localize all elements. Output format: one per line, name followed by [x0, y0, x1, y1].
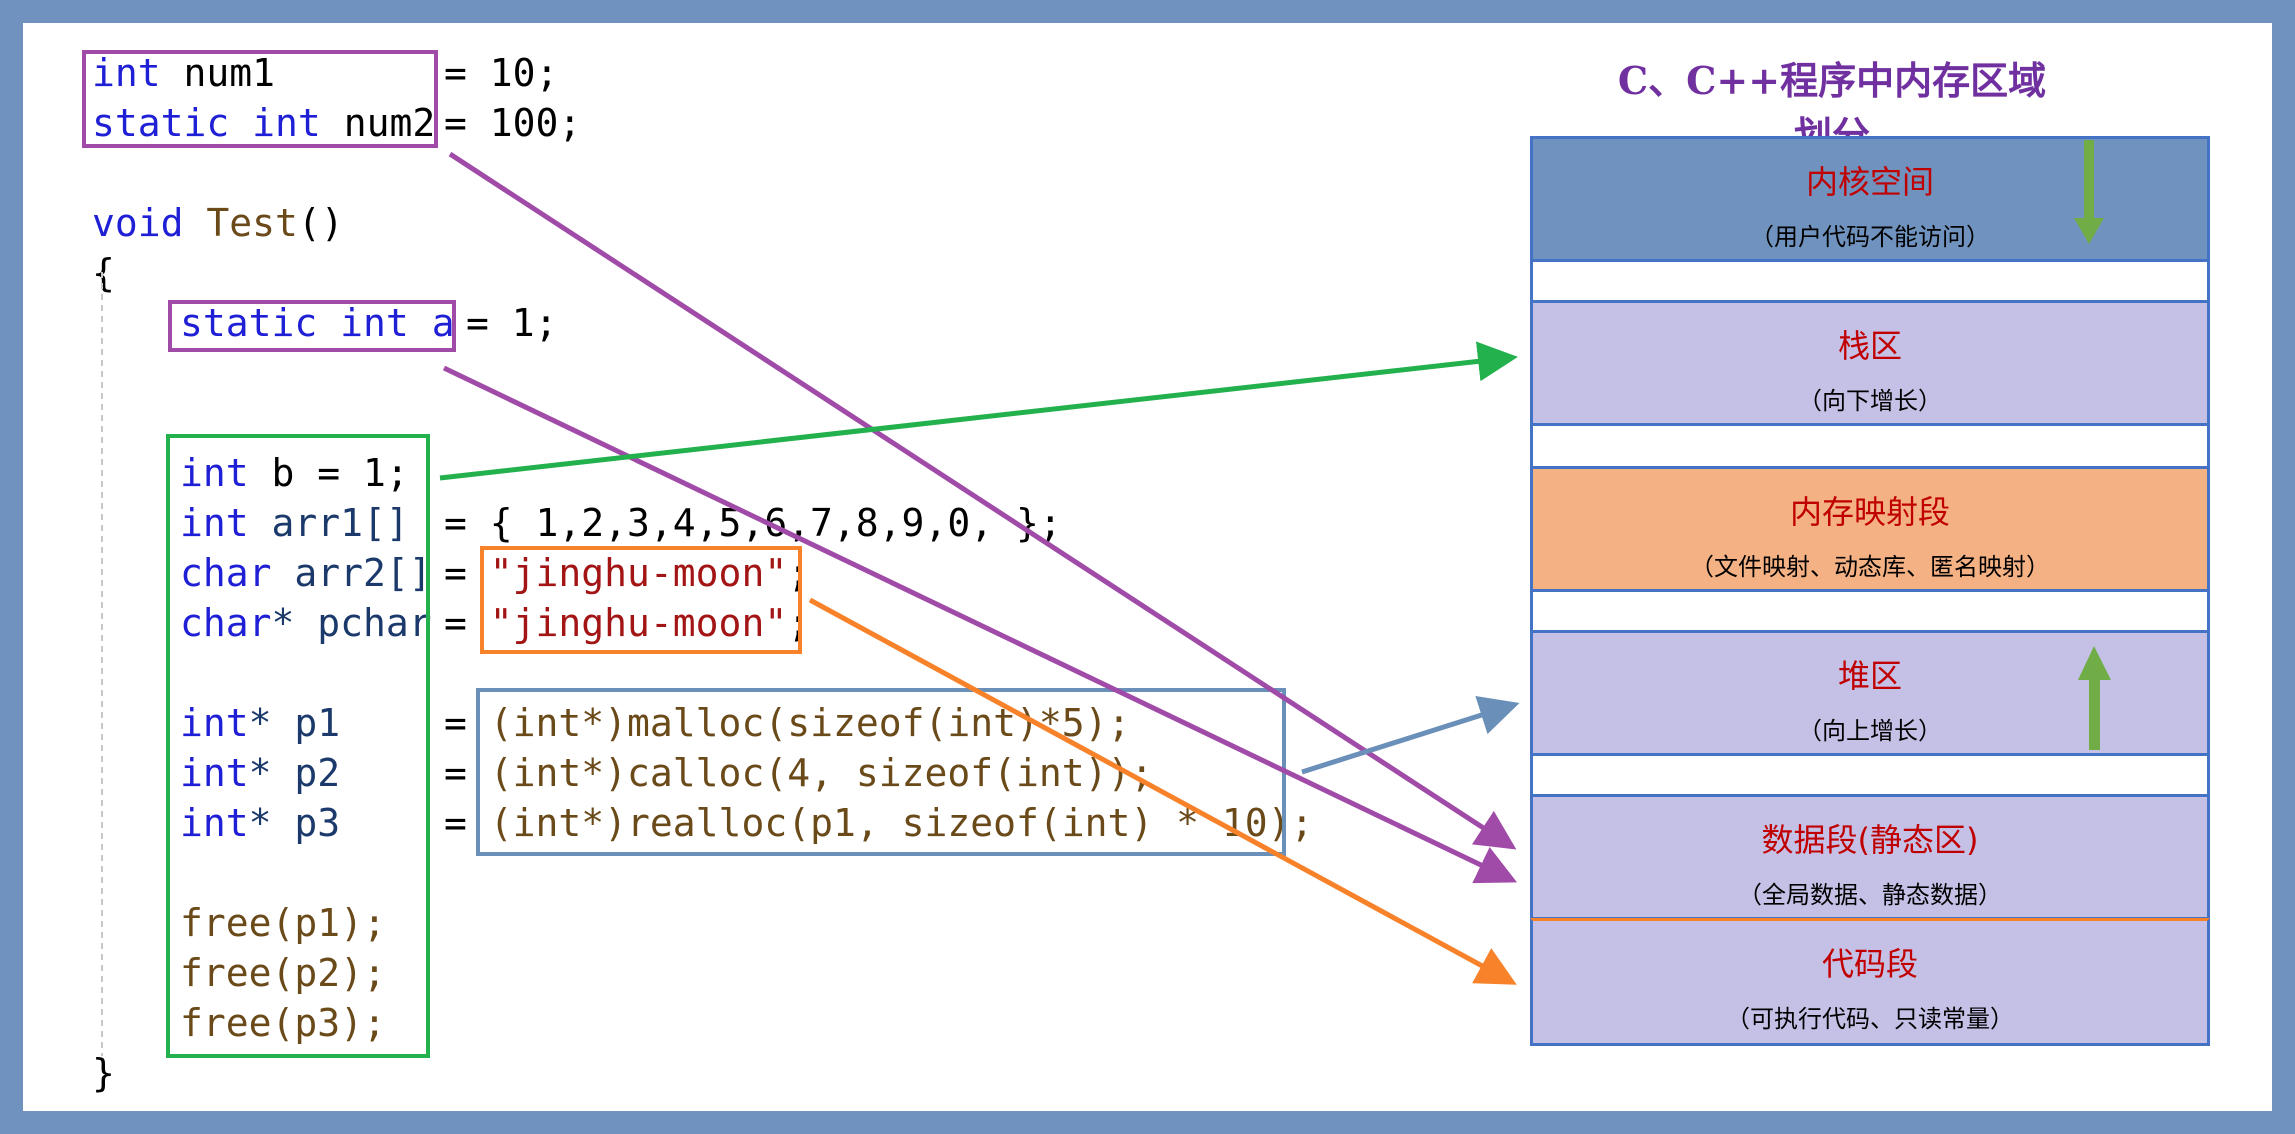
identifier: num1 — [160, 51, 276, 95]
code-line-num1-value: = 10; — [444, 48, 558, 98]
keyword: int — [180, 701, 249, 745]
segment-gap — [1530, 592, 2210, 630]
keyword: static — [92, 101, 230, 145]
identifier: * p1 — [248, 701, 341, 745]
identifier: * p3 — [248, 801, 341, 845]
code-line-num2: static int num2 — [92, 98, 435, 148]
code-line-free-p1: free(p1); — [180, 901, 386, 945]
equals: = — [444, 801, 467, 845]
realloc-expression: (int*)realloc(p1, sizeof(int) * 10); — [489, 801, 1314, 845]
code-line-arr2: char arr2[] — [180, 548, 432, 598]
assignment: = 100; — [444, 101, 582, 145]
local-vars-box — [166, 434, 430, 1058]
code-brace-open: { — [92, 251, 115, 295]
code-brace-close: } — [92, 1051, 115, 1095]
code-line-static-a: static int a — [180, 298, 455, 348]
code-line-pchar-value: = "jinghu-moon"; — [444, 598, 810, 648]
stack-growth-arrow-icon — [2074, 140, 2104, 244]
segment-stack: 栈区 （向下增长） — [1530, 300, 2210, 426]
equals: = — [444, 601, 467, 645]
global-vars-box — [82, 50, 438, 148]
keyword: int — [340, 301, 409, 345]
arrow-heap-alloc-to-heap — [1301, 696, 1520, 775]
string-literals-box — [480, 546, 802, 654]
code-line-arr2-value: = "jinghu-moon"; — [444, 548, 810, 598]
keyword: int — [92, 51, 161, 95]
segment-kernel-desc: （用户代码不能访问） — [1750, 223, 1990, 251]
keyword: char — [180, 551, 272, 595]
segment-kernel-name: 内核空间 — [1805, 163, 1934, 201]
identifier: * pchar — [271, 601, 432, 645]
identifier: * p2 — [248, 751, 341, 795]
keyword: int — [180, 451, 249, 495]
arrow-static-to-data — [442, 365, 1518, 884]
string-literal: "jinghu-moon" — [489, 551, 788, 595]
equals: = — [444, 551, 467, 595]
segment-stack-name: 栈区 — [1837, 327, 1902, 365]
diagram-title: C、C++程序中内存区域划分 — [1617, 58, 2047, 158]
identifier: arr1[] — [248, 501, 409, 545]
keyword: int — [180, 501, 249, 545]
segment-data-name: 数据段(静态区) — [1761, 821, 1979, 859]
segment-kernel: 内核空间 （用户代码不能访问） — [1530, 136, 2210, 262]
code-line-num2-value: = 100; — [444, 98, 581, 148]
code-line-p2-value: = (int*)calloc(4, sizeof(int)); — [444, 748, 1153, 798]
function-name: Test — [206, 201, 298, 245]
code-line-p1-value: = (int*)malloc(sizeof(int)*5); — [444, 698, 1130, 748]
identifier: arr2[] — [271, 551, 432, 595]
keyword: int — [180, 751, 249, 795]
segment-gap — [1530, 756, 2210, 794]
code-line-num1: int num1 — [92, 48, 275, 98]
code-line-p3-value: = (int*)realloc(p1, sizeof(int) * 10); — [444, 798, 1313, 848]
segment-text-desc: （可执行代码、只读常量） — [1726, 1005, 2014, 1033]
segment-mmap-name: 内存映射段 — [1789, 493, 1950, 531]
code-line-free-p3: free(p3); — [180, 1001, 386, 1045]
heap-growth-arrow-icon — [2078, 646, 2111, 750]
arrow-locals-to-stack — [439, 341, 1518, 481]
code-line-arr1: int arr1[] — [180, 498, 409, 548]
assignment: = { 1,2,3,4,5,6,7,8,9,0, }; — [444, 501, 1062, 545]
equals: = — [444, 751, 467, 795]
assignment: = 1; — [466, 301, 558, 345]
segment-stack-desc: （向下增长） — [1798, 387, 1942, 415]
arrow-globals-to-data — [448, 151, 1517, 850]
arrow-strings-to-text — [808, 597, 1517, 985]
segment-text-name: 代码段 — [1821, 945, 1918, 983]
code-line-function: void Test() — [92, 198, 344, 248]
keyword: int — [252, 101, 321, 145]
code-line-arr1-value: = { 1,2,3,4,5,6,7,8,9,0, }; — [444, 498, 1062, 548]
segment-text: 代码段 （可执行代码、只读常量） — [1530, 918, 2210, 1046]
segment-gap — [1530, 262, 2210, 300]
static-local-box — [168, 300, 456, 352]
code-line-static-a-value: = 1; — [466, 298, 558, 348]
keyword: int — [180, 801, 249, 845]
segment-data: 数据段(静态区) （全局数据、静态数据） — [1530, 794, 2210, 920]
code-line-p2: int* p2 — [180, 748, 340, 798]
keyword: char — [180, 601, 272, 645]
code-line-p3: int* p3 — [180, 798, 340, 848]
segment-data-desc: （全局数据、静态数据） — [1738, 881, 2002, 909]
string-literal: "jinghu-moon" — [489, 601, 788, 645]
segment-heap-name: 堆区 — [1837, 657, 1902, 695]
identifier: num2 — [320, 101, 436, 145]
segment-gap — [1530, 426, 2210, 466]
code-line-b: int b = 1; — [180, 448, 409, 498]
code-line-free-p2: free(p2); — [180, 951, 386, 995]
assignment: = 10; — [444, 51, 559, 95]
keyword: static — [180, 301, 318, 345]
keyword: void — [92, 201, 184, 245]
segment-mmap: 内存映射段 （文件映射、动态库、匿名映射） — [1530, 466, 2210, 592]
equals: = — [444, 701, 467, 745]
code-line-pchar: char* pchar — [180, 598, 432, 648]
statement: b = 1; — [248, 451, 409, 495]
parens: () — [297, 201, 344, 245]
code-line-p1: int* p1 — [180, 698, 340, 748]
segment-mmap-desc: （文件映射、动态库、匿名映射） — [1690, 553, 2050, 581]
segment-heap-desc: （向上增长） — [1798, 717, 1942, 745]
identifier: a — [408, 301, 455, 345]
malloc-expression: (int*)malloc(sizeof(int)*5); — [489, 701, 1131, 745]
